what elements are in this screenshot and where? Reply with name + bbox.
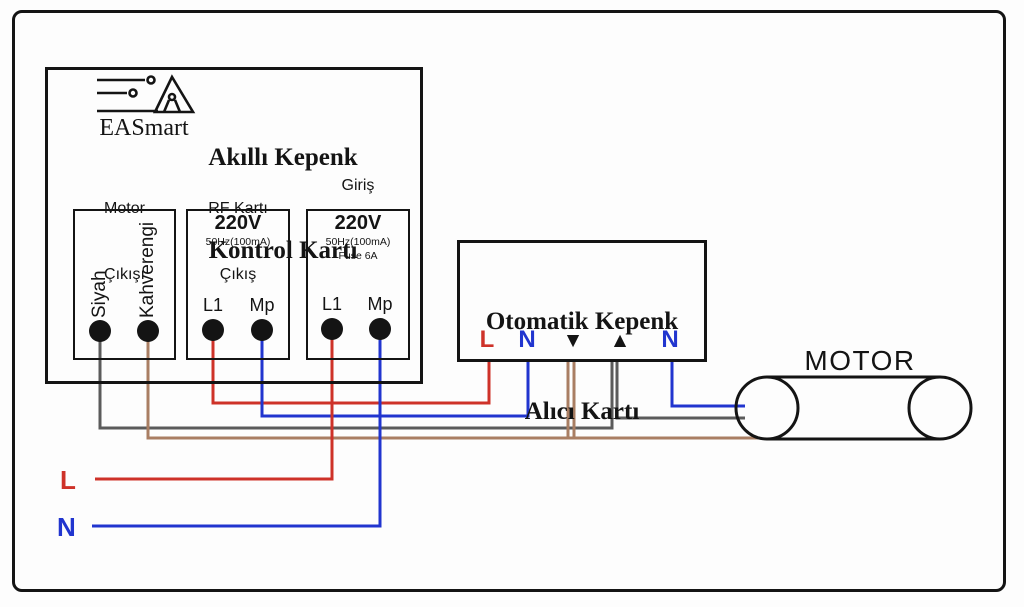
diagram-outer-border — [12, 10, 1006, 592]
motor-shape — [734, 375, 973, 441]
easmart-logo-icon — [97, 74, 196, 114]
terminal-dot — [251, 319, 273, 341]
motor-output-box — [73, 209, 176, 360]
receiver-card-title-line2: Alıcı Kartı — [524, 398, 640, 425]
receiver-terminal-l-label: L — [479, 326, 495, 353]
terminal-dot — [202, 319, 224, 341]
terminal-dots — [89, 318, 391, 342]
terminal-dot — [137, 320, 159, 342]
motor-output-label-line1: Motor — [104, 200, 145, 217]
motor-output-label: Motor Çıkışı — [73, 154, 176, 330]
rf-output-box — [186, 209, 290, 360]
wire-receiver-n-to-motor — [670, 360, 745, 408]
rf-terminal-mp-label: Mp — [249, 295, 275, 315]
mains-neutral-label: N — [57, 512, 76, 542]
rf-output-label: RF Kartı Çıkış — [186, 154, 290, 330]
input-spec-label: 50Hz(100mA) — [325, 236, 391, 248]
rf-output-label-line2: Çıkış — [219, 266, 257, 283]
rf-spec-label: 50Hz(100mA) — [205, 236, 271, 248]
input-terminal-l1-label: L1 — [321, 294, 343, 314]
wire-up-terminal-to-motor — [615, 360, 745, 420]
motor-output-label-line2: Çıkışı — [104, 266, 145, 283]
receiver-card-title-line1: Otomatik Kepenk — [485, 308, 679, 335]
input-fuse-label: Fuse 6A — [338, 250, 378, 262]
motor-output-terminal-siyah-label: Siyah — [89, 270, 110, 318]
motor-output-terminal-kahverengi-label: Kahverengi — [137, 221, 158, 318]
input-box — [306, 209, 410, 360]
wire-rf-l1-to-receiver-l — [211, 330, 491, 405]
receiver-terminal-n2-label: N — [661, 326, 679, 353]
rf-output-label-line1: RF Kartı — [208, 200, 268, 217]
wire-input-l1-to-mains-l — [95, 329, 334, 481]
terminal-dot — [321, 318, 343, 340]
wire-rf-mp-to-receiver-n — [260, 330, 530, 418]
terminal-dot — [89, 320, 111, 342]
receiver-terminal-down-icon: ▼ — [562, 329, 584, 352]
receiver-card-title: Otomatik Kepenk Alıcı Kartı — [462, 247, 702, 487]
wire-input-mp-to-mains-n — [92, 329, 382, 528]
control-card-title-line2: Kontrol Kartı — [208, 237, 358, 264]
easmart-wordmark: EASmart — [99, 115, 189, 141]
mains-live-label: L — [60, 465, 76, 495]
wire-siyah-to-up-terminal — [98, 331, 614, 430]
receiver-terminal-n1-label: N — [518, 326, 536, 353]
receiver-terminal-up-icon: ▲ — [609, 329, 631, 352]
rf-voltage-label: 220V — [214, 212, 262, 234]
input-voltage-label: 220V — [334, 212, 382, 234]
input-label: Giriş — [341, 177, 375, 194]
rf-terminal-l1-label: L1 — [202, 295, 224, 315]
motor-label: MOTOR — [804, 345, 916, 376]
control-card-title: Akıllı Kepenk Kontrol Kartı — [193, 80, 373, 328]
control-card-box — [45, 67, 423, 384]
input-terminal-mp-label: Mp — [367, 294, 393, 314]
wire-kahverengi-to-motor — [146, 331, 760, 440]
terminal-dot — [369, 318, 391, 340]
control-card-title-line1: Akıllı Kepenk — [208, 144, 358, 171]
receiver-card-box — [457, 240, 707, 362]
